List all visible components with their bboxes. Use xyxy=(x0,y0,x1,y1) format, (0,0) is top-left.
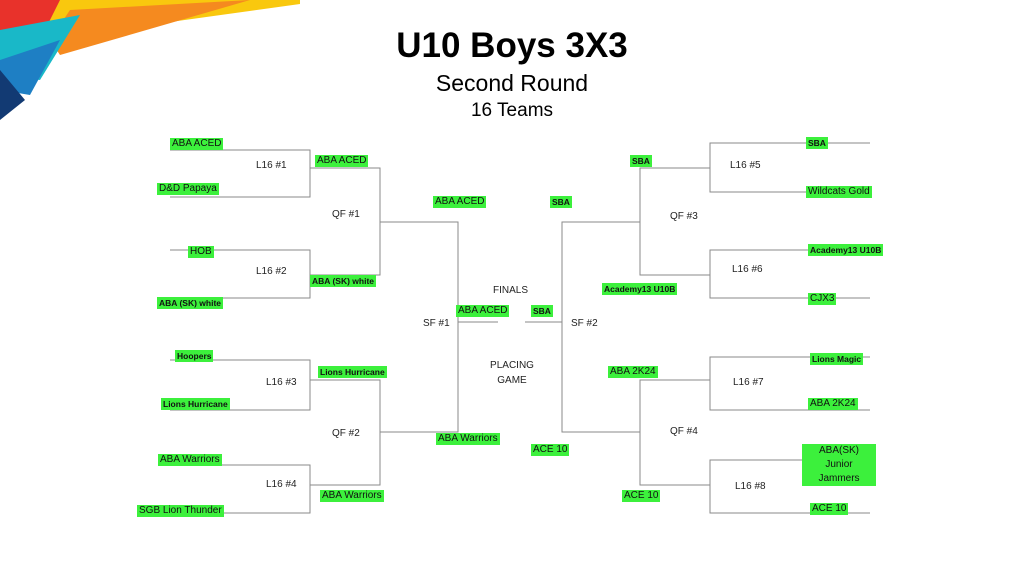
finals-team-left: ABA ACED xyxy=(456,305,510,317)
team-left-l16-6: Lions Hurricane xyxy=(161,398,230,410)
bracket-l16-5 xyxy=(709,142,870,193)
label-l16-2: L16 #2 xyxy=(256,266,287,277)
deco-orange-stripe xyxy=(50,0,250,55)
bracket-sf-2 xyxy=(561,221,640,433)
bracket-sf-1 xyxy=(380,221,459,433)
team-left-l16-2: D&D Papaya xyxy=(157,183,219,195)
team-left-sf-2: ABA Warriors xyxy=(436,433,500,445)
team-left-l16-5: Hoopers xyxy=(175,350,214,362)
team-left-qf-1: ABA ACED xyxy=(315,155,369,167)
bracket-l16-7 xyxy=(709,356,870,411)
bracket-qf-3 xyxy=(639,167,710,276)
team-left-l16-1: ABA ACED xyxy=(170,138,224,150)
page-sub-subtitle: 16 Teams xyxy=(470,100,554,121)
label-l16-3: L16 #3 xyxy=(266,377,297,388)
label-l16-8: L16 #8 xyxy=(735,481,766,492)
label-l16-1: L16 #1 xyxy=(256,160,287,171)
team-left-qf-4: ABA Warriors xyxy=(320,490,384,502)
label-qf-4: QF #4 xyxy=(670,426,698,437)
team-right-l16-3: Academy13 U10B xyxy=(808,244,884,256)
team-right-qf-1: SBA xyxy=(630,155,652,167)
deco-blue-stripe xyxy=(0,40,60,95)
label-l16-5: L16 #5 xyxy=(730,160,761,171)
team-right-sf-1: SBA xyxy=(550,196,572,208)
label-l16-4: L16 #4 xyxy=(266,479,297,490)
team-right-l16-8: ACE 10 xyxy=(810,503,849,515)
team-right-l16-2: Wildcats Gold xyxy=(806,186,872,198)
page-title: U10 Boys 3X3 xyxy=(396,26,628,65)
bracket-l16-6 xyxy=(709,249,870,299)
team-right-l16-1: SBA xyxy=(806,137,828,149)
bracket-qf-4 xyxy=(639,379,710,486)
finals-team-right: SBA xyxy=(531,305,553,317)
label-qf-2: QF #2 xyxy=(332,428,360,439)
team-left-l16-4: ABA (SK) white xyxy=(157,297,224,309)
team-right-l16-7: ABA(SK) Junior Jammers xyxy=(802,444,876,486)
team-right-qf-3: ABA 2K24 xyxy=(608,366,658,378)
team-left-l16-3: HOB xyxy=(188,246,214,258)
label-finals: FINALS xyxy=(493,285,529,296)
bracket-l16-3 xyxy=(170,359,311,411)
bracket-l16-1 xyxy=(170,149,311,198)
label-l16-7: L16 #7 xyxy=(733,377,764,388)
bracket-l16-2 xyxy=(170,249,311,299)
team-left-sf-1: ABA ACED xyxy=(433,196,487,208)
team-right-l16-5: Lions Magic xyxy=(810,353,864,365)
page-subtitle: Second Round xyxy=(435,70,589,96)
team-left-l16-8: SGB Lion Thunder xyxy=(137,505,224,517)
team-left-l16-7: ABA Warriors xyxy=(158,454,222,466)
team-left-qf-3: Lions Hurricane xyxy=(318,366,387,378)
label-placing-game: PLACING GAME xyxy=(490,360,534,386)
team-left-qf-2: ABA (SK) white xyxy=(310,275,377,287)
team-right-qf-2: Academy13 U10B xyxy=(602,283,678,295)
deco-navy-stripe xyxy=(0,70,25,120)
team-right-qf-4: ACE 10 xyxy=(622,490,661,502)
label-qf-1: QF #1 xyxy=(332,209,360,220)
decorative-banner xyxy=(0,0,300,120)
team-right-sf-2: ACE 10 xyxy=(531,444,570,456)
team-right-l16-6: ABA 2K24 xyxy=(808,398,858,410)
bracket-l16-4 xyxy=(170,464,311,514)
bracket-l16-8 xyxy=(709,459,870,514)
label-l16-6: L16 #6 xyxy=(732,264,763,275)
label-sf-1: SF #1 xyxy=(423,318,450,329)
label-sf-2: SF #2 xyxy=(571,318,598,329)
label-qf-3: QF #3 xyxy=(670,211,698,222)
bracket-qf-1 xyxy=(310,167,381,276)
team-right-l16-4: CJX3 xyxy=(808,293,837,305)
